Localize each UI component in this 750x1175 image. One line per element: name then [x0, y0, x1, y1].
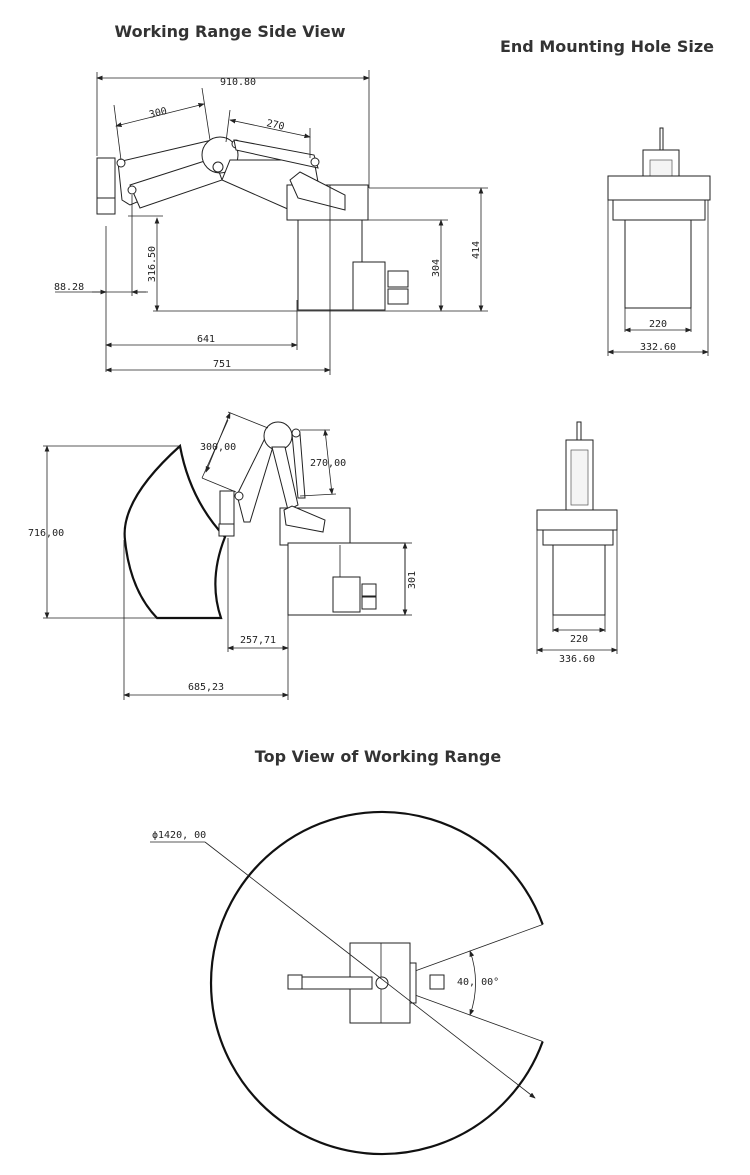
dim-dead-zone-angle: 40, 00°	[457, 977, 499, 988]
dim-link2: 270	[265, 118, 285, 133]
top-view-title: Top View of Working Range	[254, 747, 502, 766]
dim-end2-overall-width: 336.60	[559, 654, 595, 665]
dim-height-total: 414	[471, 241, 482, 259]
horizontal-work-envelope	[209, 810, 544, 1156]
dim-diameter: ϕ1420, 00	[152, 830, 206, 841]
dim-tool-offset: 88.28	[54, 282, 84, 293]
robot-top-view	[287, 942, 445, 1024]
dim-reach-to-center: 751	[213, 359, 231, 370]
dim-link1: 300	[148, 106, 168, 121]
dim-link2-raised: 270,00	[310, 458, 346, 469]
dim-min-reach: 257,71	[240, 635, 276, 646]
dim-overall-width: 910.80	[220, 77, 256, 88]
end-view-1: 220 332.60	[607, 127, 711, 356]
end-mounting-title: End Mounting Hole Size	[499, 37, 715, 56]
dim-end-base-width: 220	[649, 319, 667, 330]
dim-max-reach: 685,23	[188, 682, 224, 693]
dim-tool-height: 316.50	[147, 246, 158, 282]
dim-link1-raised: 300,00	[200, 442, 236, 453]
end-view-2: 220 336.60	[536, 421, 618, 665]
robot-arm-side	[96, 136, 409, 318]
vertical-work-envelope	[123, 443, 227, 620]
dim-reach-to-base: 641	[197, 334, 215, 345]
dim-end2-base-width: 220	[570, 634, 588, 645]
side-view-1: 910.80 300 270 414 304 316.50 88.28 641 …	[54, 70, 488, 375]
side-view-2: 716,00 300,00 270,00 301 257,71 685,23	[28, 411, 418, 700]
dim-vertical-range: 716,00	[28, 528, 64, 539]
dim-height-base: 304	[431, 259, 442, 277]
top-view: ϕ1420, 00 40, 00°	[150, 810, 544, 1156]
side-view-title: Working Range Side View	[114, 22, 346, 41]
dim-end-overall-width: 332.60	[640, 342, 676, 353]
robot-arm-raised	[218, 421, 406, 616]
dim-base-height: 301	[407, 571, 418, 589]
